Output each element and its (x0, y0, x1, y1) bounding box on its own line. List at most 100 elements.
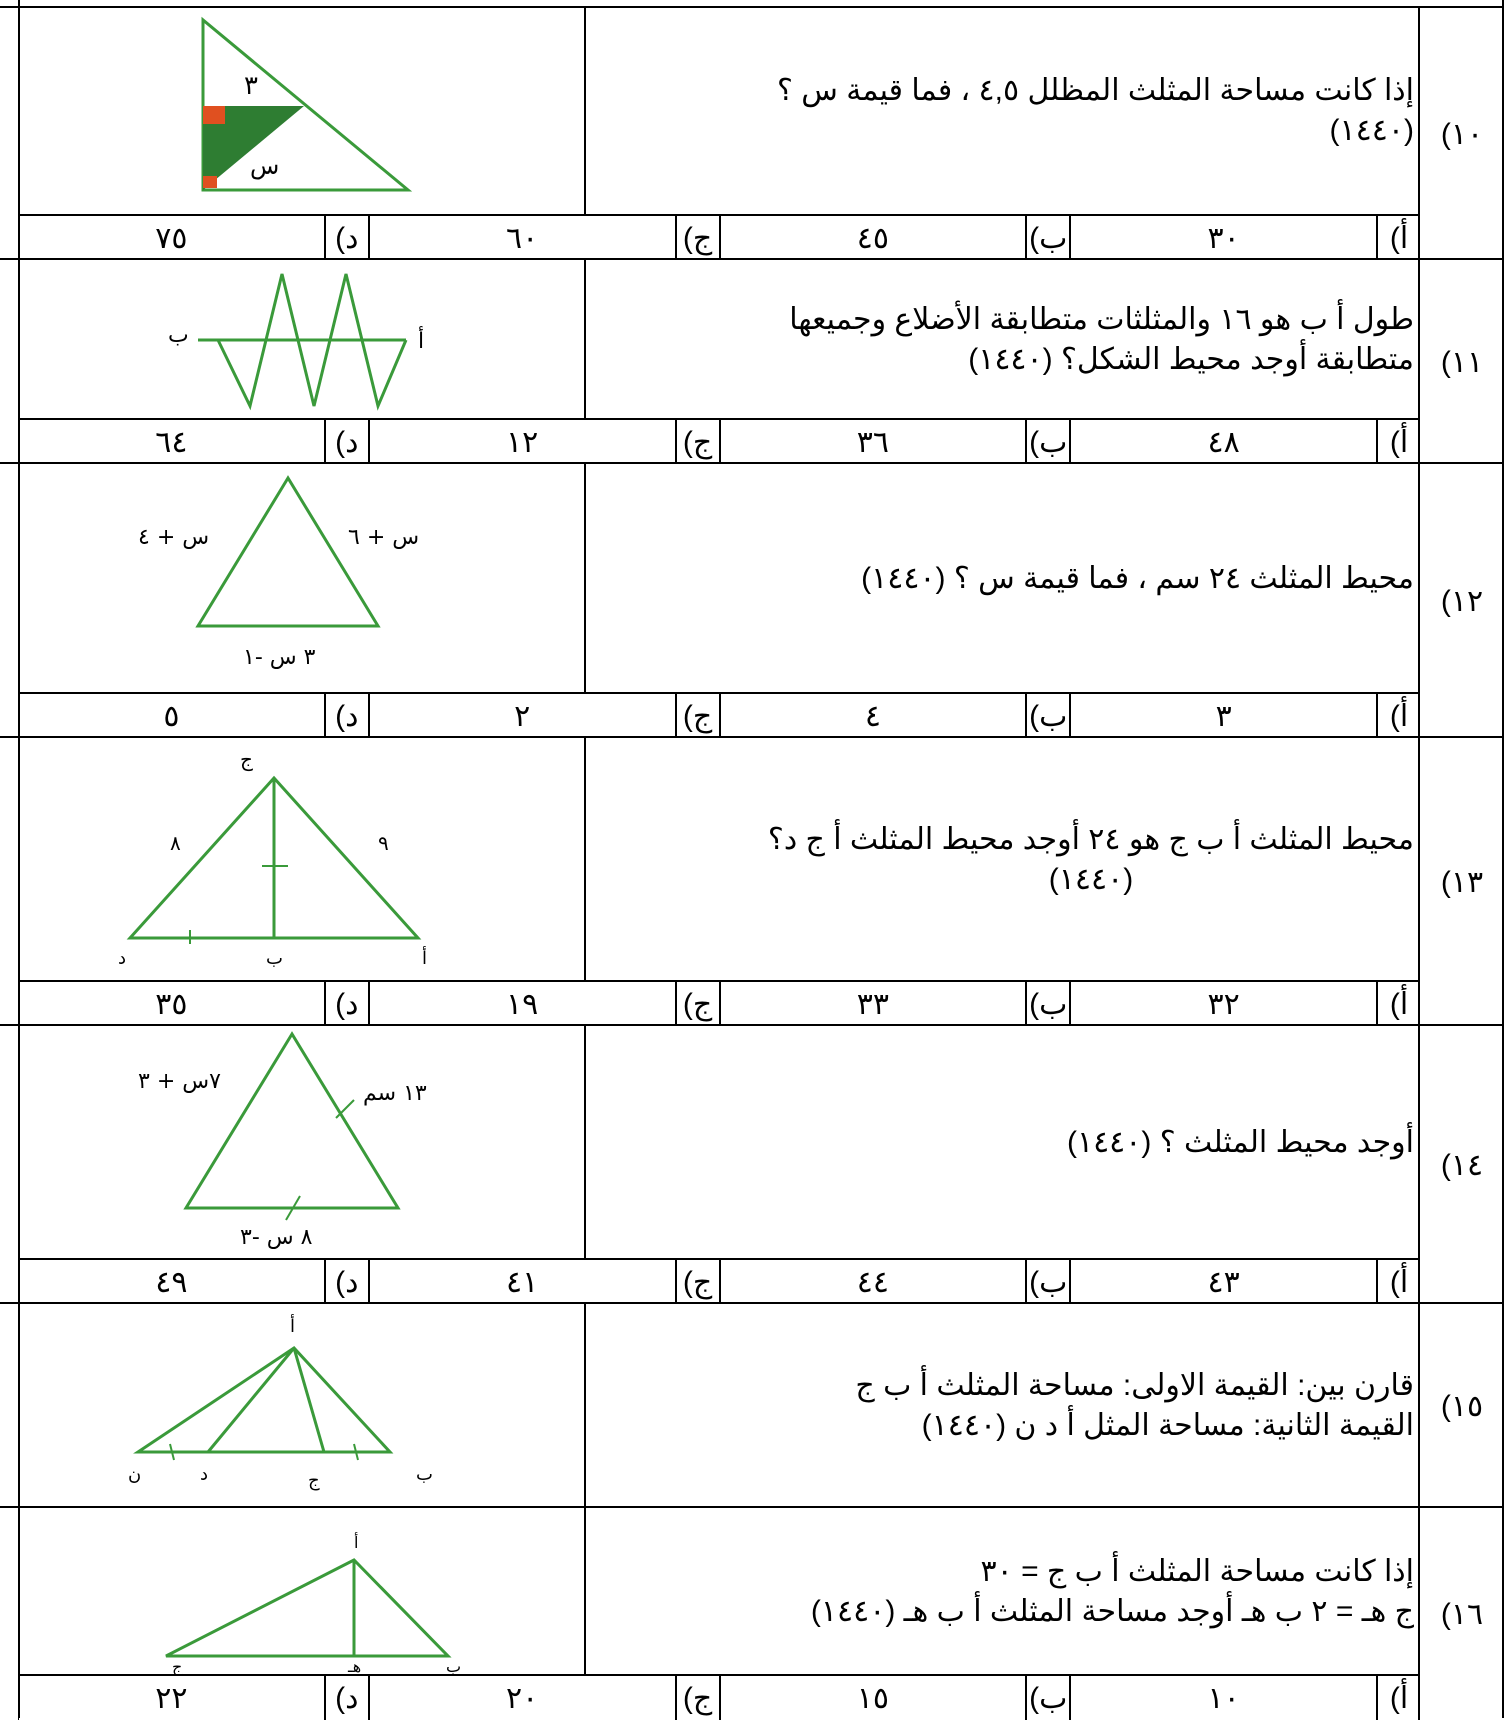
option-letter[interactable]: أ) (1376, 982, 1420, 1026)
fig-label: د (118, 948, 126, 969)
figure-triangle-altitude: ج ٨ ٩ د ب أ (18, 738, 580, 982)
question-number: ١٣) (1418, 738, 1504, 1026)
question-number: ١٢) (1418, 464, 1504, 738)
fig-label: ١٣ سم (363, 1081, 427, 1106)
option-letter[interactable]: أ) (1376, 1260, 1420, 1304)
option-letter[interactable]: ج) (674, 1260, 719, 1304)
figure-svg: أ ن د ج ب (128, 1314, 433, 1491)
option-value[interactable]: ٣٢ (1069, 982, 1376, 1026)
stem-line: إذا كانت مساحة المثلث أ ب ج = ٣٠ (980, 1555, 1415, 1588)
stem-line: متطابقة أوجد محيط الشكل؟ (١٤٤٠) (968, 343, 1414, 376)
option-value[interactable]: ١٢ (367, 420, 675, 464)
question-11: ١١) طول أ ب هو ١٦ والمثلثات متطابقة الأض… (0, 258, 1504, 464)
option-value[interactable]: ٢ (367, 694, 675, 738)
figure-svg: ٧س + ٣ ١٣ سم ٨ س -٣ (138, 1031, 427, 1250)
option-letter[interactable]: ب) (1025, 1676, 1069, 1720)
option-letter[interactable]: ج) (674, 216, 719, 260)
option-value[interactable]: ٤٨ (1069, 420, 1376, 464)
option-value[interactable]: ٤٥ (718, 216, 1026, 260)
fig-label: ج (172, 1657, 183, 1676)
figure-triangle-height: أ ج هـ ب (18, 1508, 580, 1676)
question-number: ١٥) (1418, 1304, 1504, 1508)
option-value[interactable]: ٣٠ (1069, 216, 1376, 260)
option-value[interactable]: ٣ (1069, 694, 1376, 738)
question-10: ١٠) إذا كانت مساحة المثلث المظلل ٤,٥ ، ف… (0, 6, 1504, 260)
option-value[interactable]: ٣٥ (18, 982, 324, 1026)
option-letter[interactable]: ج) (674, 420, 719, 464)
fig-label: ن (128, 1464, 141, 1485)
option-letter[interactable]: ب) (1025, 420, 1069, 464)
option-value[interactable]: ٦٠ (367, 216, 675, 260)
question-13: ١٣) محيط المثلث أ ب ج هو ٢٤ أوجد محيط ال… (0, 736, 1504, 1026)
option-value[interactable]: ٧٥ (18, 216, 324, 260)
option-letter[interactable]: أ) (1376, 216, 1420, 260)
question-16: ١٦) إذا كانت مساحة المثلث أ ب ج = ٣٠ ج ه… (0, 1506, 1504, 1720)
figure-triangle-algebra: س + ٤ س + ٦ ٣ س -١ (18, 464, 580, 694)
question-12: ١٢) محيط المثلث ٢٤ سم ، فما قيمة س ؟ (١٤… (0, 462, 1504, 738)
figure-right-triangle: ٣ س (18, 8, 580, 214)
options-row: أ) ٣٠ ب) ٤٥ ج) ٦٠ د) ٧٥ (18, 214, 1420, 260)
option-value[interactable]: ٣٦ (718, 420, 1026, 464)
option-letter[interactable]: أ) (1376, 694, 1420, 738)
fig-label: س + ٤ (138, 525, 209, 550)
option-letter[interactable]: د) (323, 982, 368, 1026)
option-letter[interactable]: د) (323, 420, 368, 464)
stem-line: طول أ ب هو ١٦ والمثلثات متطابقة الأضلاع … (789, 303, 1414, 336)
fig-label: ٣ س -١ (243, 645, 316, 670)
page-border-right (1502, 0, 1504, 1718)
option-value[interactable]: ٤٣ (1069, 1260, 1376, 1304)
fig-label: ٨ س -٣ (240, 1225, 313, 1250)
option-letter[interactable]: ج) (674, 1676, 719, 1720)
option-value[interactable]: ٥ (18, 694, 324, 738)
fig-label: ج (308, 1470, 320, 1491)
question-stem: إذا كانت مساحة المثلث المظلل ٤,٥ ، فما ق… (584, 8, 1420, 214)
options-row: أ) ١٠ ب) ١٥ ج) ٢٠ د) ٢٢ (18, 1674, 1420, 1720)
fig-label: أ (354, 1532, 358, 1552)
options-row: أ) ٣٢ ب) ٣٣ ج) ١٩ د) ٣٥ (18, 980, 1420, 1026)
option-letter[interactable]: ب) (1025, 216, 1069, 260)
option-letter[interactable]: أ) (1376, 420, 1420, 464)
question-number: ١٦) (1418, 1508, 1504, 1720)
question-stem: قارن بين: القيمة الاولى: مساحة المثلث أ … (584, 1304, 1420, 1508)
question-stem: طول أ ب هو ١٦ والمثلثات متطابقة الأضلاع … (584, 260, 1420, 420)
options-row: أ) ٤٣ ب) ٤٤ ج) ٤١ د) ٤٩ (18, 1258, 1420, 1304)
stem-line: محيط المثلث ٢٤ سم ، فما قيمة س ؟ (١٤٤٠) (861, 562, 1414, 595)
fig-label: ب (266, 948, 283, 969)
fig-label: ٧س + ٣ (138, 1069, 221, 1094)
options-row: أ) ٤٨ ب) ٣٦ ج) ١٢ د) ٦٤ (18, 418, 1420, 464)
figure-triangle-cevians: أ ن د ج ب (18, 1304, 580, 1508)
option-letter[interactable]: ج) (674, 694, 719, 738)
option-value[interactable]: ٢٢ (18, 1676, 324, 1720)
stem-line: قارن بين: القيمة الاولى: مساحة المثلث أ … (855, 1369, 1414, 1402)
stem-line: محيط المثلث أ ب ج هو ٢٤ أوجد محيط المثلث… (767, 823, 1414, 856)
option-value[interactable]: ٤١ (367, 1260, 675, 1304)
option-letter[interactable]: ج) (674, 982, 719, 1026)
fig-label: ب (446, 1657, 461, 1676)
fig-label: ٨ (170, 831, 181, 855)
option-letter[interactable]: أ) (1376, 1676, 1420, 1720)
option-value[interactable]: ٤٤ (718, 1260, 1026, 1304)
option-value[interactable]: ١٥ (718, 1676, 1026, 1720)
question-15: ١٥) قارن بين: القيمة الاولى: مساحة المثل… (0, 1302, 1504, 1508)
options-row: أ) ٣ ب) ٤ ج) ٢ د) ٥ (18, 692, 1420, 738)
option-letter[interactable]: ب) (1025, 982, 1069, 1026)
option-value[interactable]: ٢٠ (367, 1676, 675, 1720)
stem-line: أوجد محيط المثلث ؟ (١٤٤٠) (1066, 1126, 1414, 1159)
option-value[interactable]: ١٩ (367, 982, 675, 1026)
stem-line: (١٤٤٠) (1048, 863, 1134, 896)
option-letter[interactable]: د) (323, 1260, 368, 1304)
option-letter[interactable]: ب) (1025, 694, 1069, 738)
stem-line: (١٤٤٠) (1329, 114, 1414, 147)
option-letter[interactable]: د) (323, 694, 368, 738)
option-value[interactable]: ١٠ (1069, 1676, 1376, 1720)
page-border-left (18, 0, 20, 1718)
option-value[interactable]: ٤ (718, 694, 1026, 738)
fig-label: هـ (347, 1657, 361, 1676)
option-value[interactable]: ٦٤ (18, 420, 324, 464)
option-letter[interactable]: د) (323, 216, 368, 260)
option-value[interactable]: ٣٣ (718, 982, 1026, 1026)
option-letter[interactable]: د) (323, 1676, 368, 1720)
option-letter[interactable]: ب) (1025, 1260, 1069, 1304)
fig-label: ب (416, 1464, 433, 1485)
option-value[interactable]: ٤٩ (18, 1260, 324, 1304)
